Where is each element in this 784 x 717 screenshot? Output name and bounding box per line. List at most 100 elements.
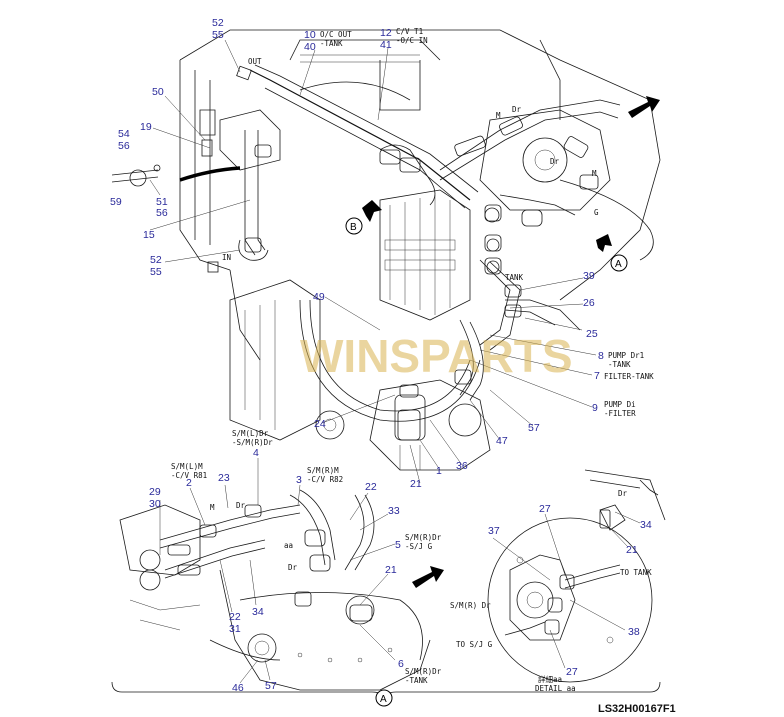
- label-detail-jp: 詳細aa: [538, 674, 562, 684]
- label-sml-dr: S/M(L)Dr: [232, 429, 269, 438]
- swing-motor-detail: [119, 489, 444, 691]
- callout-22a: 22: [365, 481, 377, 493]
- callout-25: 25: [586, 328, 598, 340]
- label-sj-g: -S/J G: [405, 542, 433, 551]
- detail-aa: [487, 517, 653, 683]
- callout-31: 31: [229, 623, 241, 635]
- callout-24: 24: [314, 418, 326, 430]
- label-dr-bl2: Dr: [288, 563, 298, 572]
- callout-22b: 22: [229, 611, 241, 623]
- label-pump-dr1: PUMP Dr1: [608, 351, 644, 360]
- view-arrow-a: [596, 234, 612, 252]
- view-marker-b: B: [345, 217, 363, 235]
- label-smr-dr2: S/M(R)Dr: [405, 533, 442, 542]
- label-to-sj-g: TO S/J G: [456, 640, 493, 649]
- svg-text:B: B: [350, 222, 357, 233]
- callout-9: 9: [592, 402, 598, 414]
- callout-51: 51: [156, 196, 168, 208]
- svg-text:A: A: [615, 259, 622, 270]
- callout-52b: 52: [150, 254, 162, 266]
- callout-34b: 34: [640, 519, 652, 531]
- callout-59: 59: [110, 196, 122, 208]
- callout-40: 40: [304, 41, 316, 53]
- callout-56b: 56: [156, 207, 168, 219]
- fwd-label-top: FWD: [635, 111, 648, 122]
- watermark: WINSPARTS: [300, 330, 573, 382]
- callout-21a: 21: [410, 478, 422, 490]
- label-tank: TANK: [505, 273, 524, 282]
- callout-10: 10: [304, 29, 316, 41]
- fitting-group-top: [201, 65, 599, 398]
- svg-text:A: A: [380, 694, 387, 705]
- view-arrow-b: [362, 200, 382, 222]
- callout-57b: 57: [265, 680, 277, 692]
- label-m-top: M: [496, 111, 501, 120]
- fwd-arrow-top: [628, 96, 660, 118]
- callout-41: 41: [380, 39, 392, 51]
- drawing-code: LS32H00167F1: [598, 703, 676, 715]
- label-cv-r81: -C/V R81: [171, 471, 207, 480]
- callout-21b: 21: [385, 564, 397, 576]
- callout-55b: 55: [150, 266, 162, 278]
- detail-right: [584, 469, 666, 531]
- label-smr-dr: -S/M(R)Dr: [232, 438, 273, 447]
- callout-19: 19: [140, 121, 152, 133]
- label-cv-r82: -C/V R82: [307, 475, 343, 484]
- callout-56a: 56: [118, 140, 130, 152]
- callout-54: 54: [118, 128, 130, 140]
- fwd-arrow-bottom: [412, 566, 444, 588]
- label-dr-top: Dr: [512, 105, 522, 114]
- label-dr-bl: Dr: [236, 501, 246, 510]
- callout-29: 29: [149, 486, 161, 498]
- label-oc-in: -O/C IN: [396, 36, 428, 45]
- label-in: IN: [222, 253, 231, 262]
- callout-50: 50: [152, 86, 164, 98]
- label-smr-dr3: S/M(R)Dr: [405, 667, 442, 676]
- label-dr-br: Dr: [618, 489, 628, 498]
- callout-2: 2: [186, 477, 192, 489]
- label-sml-m: S/M(L)M: [171, 462, 203, 471]
- callout-12: 12: [380, 27, 392, 39]
- callout-30: 30: [149, 498, 161, 510]
- label-pump-dr1-tank: -TANK: [608, 360, 631, 369]
- callout-55a: 55: [212, 29, 224, 41]
- callout-34a: 34: [252, 606, 264, 618]
- label-dr-right: Dr: [550, 157, 560, 166]
- callout-37: 37: [488, 525, 500, 537]
- callout-33: 33: [388, 505, 400, 517]
- view-marker-bottom: A: [375, 689, 393, 707]
- label-detail-en: DETAIL aa: [535, 684, 576, 693]
- callout-7: 7: [594, 370, 600, 382]
- label-tank3: -TANK: [405, 676, 428, 685]
- callout-15: 15: [143, 229, 155, 241]
- callout-38: 38: [628, 626, 640, 638]
- view-marker-a: A: [610, 254, 628, 272]
- callout-6: 6: [398, 658, 404, 670]
- callout-21c: 21: [626, 544, 638, 556]
- callout-27b: 27: [566, 666, 578, 678]
- upper-assembly-drawing: [111, 29, 661, 471]
- label-cv-t1: C/V T1: [396, 27, 423, 36]
- label-m-right: M: [592, 169, 597, 178]
- leader-lines: [149, 39, 641, 684]
- label-aa: aa: [284, 541, 293, 550]
- fwd-label-bottom: FWD: [419, 581, 432, 592]
- callout-5: 5: [395, 539, 401, 551]
- label-smr-m: S/M(R)M: [307, 466, 339, 475]
- label-filter-tank: FILTER-TANK: [604, 372, 654, 381]
- callout-57a: 57: [528, 422, 540, 434]
- callout-52a: 52: [212, 17, 224, 29]
- callout-26: 26: [583, 297, 595, 309]
- label-pump-di-filter: -FILTER: [604, 409, 636, 418]
- label-smr-dr4: S/M(R) Dr: [450, 601, 491, 610]
- label-oc-tank: -TANK: [320, 39, 343, 48]
- label-pump-di: PUMP Di: [604, 400, 636, 409]
- callout-numbers: 52 55 10 40 12 41 50 19 54 56 59 51 56 1…: [110, 17, 652, 694]
- callout-36: 36: [456, 460, 468, 472]
- callout-39: 39: [583, 270, 595, 282]
- label-m-bl: M: [210, 503, 215, 512]
- callout-27a: 27: [539, 503, 551, 515]
- callout-23: 23: [218, 472, 230, 484]
- label-g-right: G: [594, 208, 599, 217]
